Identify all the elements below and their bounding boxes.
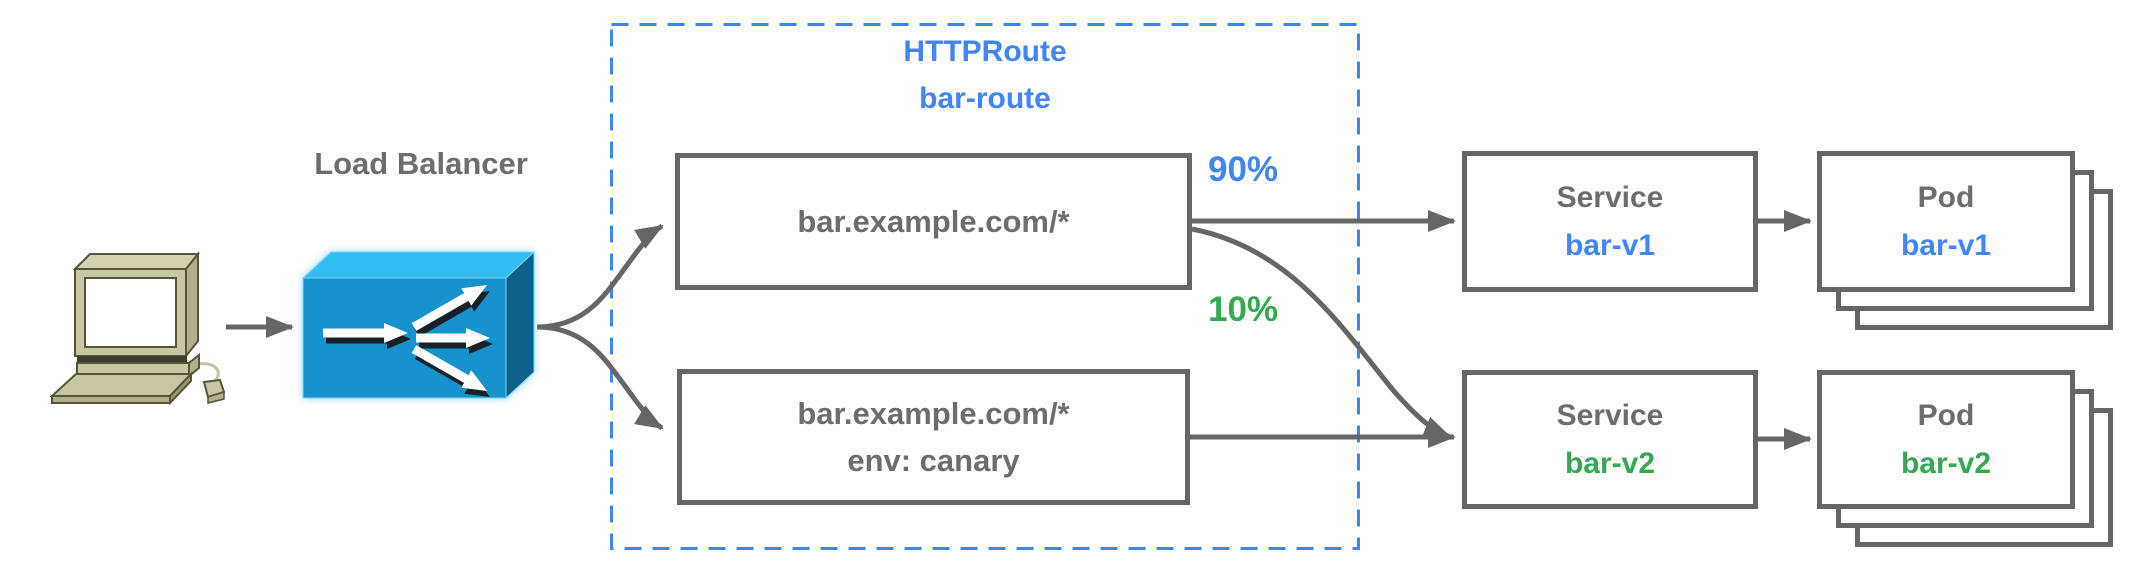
- pod-v2-kind: Pod: [1917, 398, 1975, 432]
- pod-bar-v1-box: Pod bar-v1: [1817, 151, 2075, 292]
- pod-v1-kind: Pod: [1917, 180, 1975, 214]
- load-balancer-label: Load Balancer: [314, 146, 528, 181]
- service-v2-name: bar-v2: [1564, 446, 1656, 480]
- arrow-rule1-to-service-v2: [1191, 226, 1452, 440]
- route-rule-2-box: bar.example.com/* env: canary: [677, 369, 1190, 505]
- service-v2-kind: Service: [1556, 398, 1664, 432]
- route-rule-2-header: env: canary: [847, 443, 1020, 478]
- weight-10-label: 10%: [1208, 290, 1279, 329]
- route-rule-1-match: bar.example.com/*: [797, 204, 1070, 239]
- pod-bar-v2-box: Pod bar-v2: [1817, 370, 2075, 509]
- route-rule-1-box: bar.example.com/*: [675, 153, 1192, 290]
- httproute-kind-label: HTTPRoute: [903, 35, 1067, 68]
- httproute-name-label: bar-route: [919, 82, 1051, 115]
- pod-v2-name: bar-v2: [1900, 446, 1992, 480]
- service-bar-v2-box: Service bar-v2: [1462, 370, 1758, 509]
- service-v1-name: bar-v1: [1564, 228, 1656, 262]
- arrow-lb-to-rule1: [536, 223, 664, 330]
- service-v1-kind: Service: [1556, 180, 1664, 214]
- load-balancer-icon: [301, 250, 536, 400]
- httproute-title: HTTPRoute bar-route: [611, 28, 1359, 122]
- computer-icon: [49, 251, 226, 406]
- lb-split-arrows: [323, 285, 490, 391]
- arrow-lb-to-rule2: [536, 324, 664, 431]
- weight-90-label: 90%: [1208, 150, 1279, 189]
- service-bar-v1-box: Service bar-v1: [1462, 151, 1758, 292]
- pod-v1-name: bar-v1: [1900, 228, 1992, 262]
- connector-arrows: [226, 210, 1812, 450]
- route-rule-2-match: bar.example.com/*: [797, 396, 1070, 431]
